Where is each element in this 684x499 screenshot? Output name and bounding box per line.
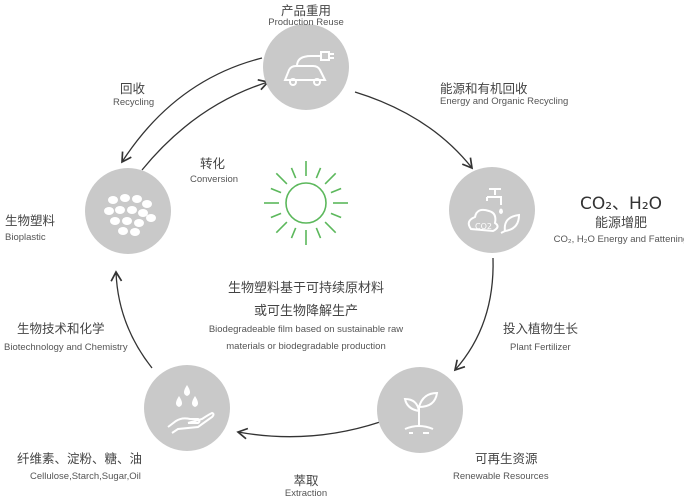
- conversion-label: 转化: [200, 156, 226, 171]
- bioplastic-label: 生物塑料: [5, 213, 56, 228]
- production-reuse-label: 产品重用: [280, 3, 332, 18]
- production-reuse-node: [263, 24, 349, 110]
- pellet: [134, 219, 144, 227]
- pellet: [122, 217, 132, 225]
- pellet: [146, 214, 156, 222]
- extraction-en: Extraction: [284, 488, 328, 499]
- sun-ray: [290, 167, 297, 179]
- pellet: [118, 227, 128, 235]
- conversion-en: Conversion: [190, 174, 239, 185]
- biotech-label: 生物技术和化学: [17, 321, 105, 336]
- pellets-icon: [104, 194, 156, 236]
- biotech-en: Biotechnology and Chemistry: [4, 342, 128, 353]
- co2-h2o-en: CO₂, H₂O Energy and Fattening: [553, 234, 684, 245]
- fertilizer-label: 投入植物生长: [503, 321, 579, 336]
- pellet: [108, 196, 118, 204]
- fertilizer-en: Plant Fertilizer: [510, 342, 571, 353]
- center-en-2: materials or biodegradable production: [226, 341, 386, 352]
- sun-ray: [324, 221, 337, 234]
- energy-en: Energy and Organic Recycling: [440, 96, 569, 107]
- arrow-reuse-to-energy: [354, 91, 474, 170]
- pellet: [142, 200, 152, 208]
- recycling-label: 回收: [120, 81, 146, 96]
- center-title-1: 生物塑料基于可持续原材料: [227, 281, 385, 296]
- pellet: [115, 206, 125, 214]
- renewable-en: Renewable Resources: [453, 471, 549, 482]
- sun-ray: [270, 212, 282, 219]
- pellet: [138, 209, 148, 217]
- raw-materials-en: Cellulose,Starch,Sugar,Oil: [30, 471, 141, 482]
- center-en-1: Biodegradeable film based on sustainable…: [208, 324, 404, 335]
- bioplastic-node: [85, 168, 171, 254]
- pellet: [132, 195, 142, 203]
- pellet: [120, 194, 130, 202]
- sun-ray: [275, 172, 288, 185]
- hand-drops-icon: [167, 385, 215, 434]
- sun-ray: [324, 172, 337, 185]
- sun-icon: [264, 161, 348, 245]
- faucet-co2-leaf-icon: CO2: [467, 188, 521, 234]
- sun-ray: [290, 227, 297, 239]
- production-reuse-en: Production Reuse: [268, 17, 344, 28]
- arrow-renewable-to-raw: [236, 421, 381, 440]
- sun-ray: [270, 187, 282, 194]
- co2-h2o-label: 能源增肥: [594, 216, 648, 231]
- arrow-energy-to-fertilizer: [453, 257, 494, 372]
- recycling-en: Recycling: [113, 97, 155, 108]
- arrow-recycling: [121, 57, 263, 164]
- raw-materials-label: 纤维素、淀粉、糖、油: [17, 451, 143, 466]
- sun-ray: [275, 221, 288, 234]
- sun-ray: [315, 167, 322, 179]
- arrow-conversion: [141, 78, 270, 171]
- renewable-resources-node: [377, 367, 463, 453]
- center-title-2: 或可生物降解生产: [253, 304, 359, 319]
- pellet: [130, 228, 140, 236]
- electric-car-plug-icon: [283, 51, 334, 86]
- arrow-raw-to-bioplastic: [110, 270, 153, 369]
- sun-ray: [315, 227, 322, 239]
- energy-label: 能源和有机回收: [440, 81, 528, 96]
- pellet: [110, 217, 120, 225]
- sprout-icon: [403, 391, 439, 434]
- pellet: [127, 206, 137, 214]
- extraction-label: 萃取: [293, 473, 319, 488]
- co2-h2o-title: CO₂、H₂O: [579, 194, 663, 214]
- renewable-label: 可再生资源: [475, 451, 538, 466]
- sun-ray: [330, 212, 342, 219]
- bioplastic-en: Bioplastic: [5, 232, 46, 243]
- pellet: [104, 207, 114, 215]
- raw-materials-node: [144, 365, 230, 451]
- svg-text:CO2: CO2: [475, 222, 492, 231]
- co2-h2o-node: CO2: [449, 167, 535, 253]
- sun-ray: [330, 187, 342, 194]
